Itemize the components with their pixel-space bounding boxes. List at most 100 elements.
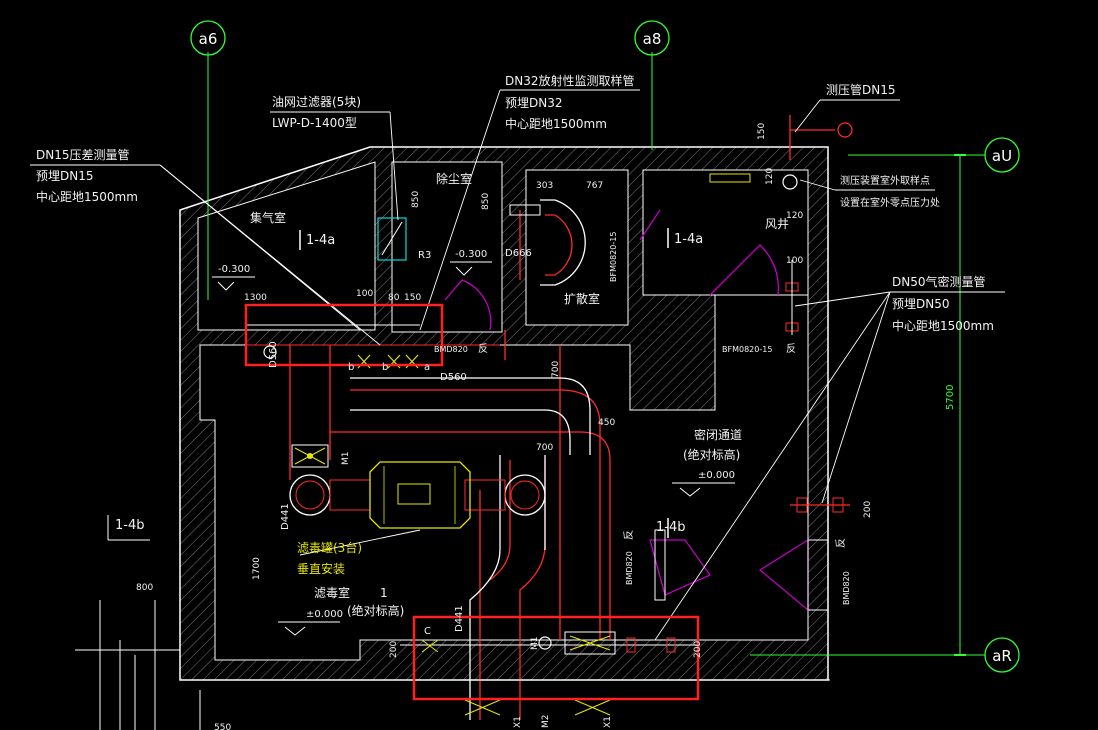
dn50-pipe [790,497,850,513]
svg-text:80: 80 [388,293,400,303]
axis-grid [207,52,985,656]
svg-text:D560: D560 [268,341,279,368]
wall-outline [179,146,829,681]
note-filter-tank2: 垂直安装 [297,561,345,576]
svg-text:a8: a8 [643,30,662,48]
axis-bubble-a8: a8 [634,20,670,56]
room-filter-note: (绝对标高) [347,603,404,618]
svg-text:800: 800 [136,583,153,593]
room-filter: 滤毒室 [314,585,350,600]
note-dn15-title: DN15压差测量管 [36,147,130,162]
room-expansion: 扩散室 [564,291,600,306]
svg-text:a6: a6 [199,30,218,48]
svg-text:-0.300: -0.300 [455,249,487,260]
svg-text:a: a [424,362,430,373]
svg-text:b: b [348,362,354,373]
svg-text:±0.000: ±0.000 [306,609,343,620]
svg-text:1700: 1700 [252,557,262,580]
svg-text:200: 200 [389,641,399,658]
blast-doors [444,209,829,612]
svg-text:BMD820: BMD820 [842,571,851,605]
svg-text:1300: 1300 [244,293,267,303]
svg-text:120: 120 [765,168,775,185]
room-filter-num: 1 [380,586,388,600]
svg-text:±0.000: ±0.000 [698,470,735,481]
svg-text:b: b [382,362,388,373]
section-mark-4: 1-4b [656,518,686,538]
note-dn32-line1: 预埋DN32 [505,96,563,110]
svg-text:D666: D666 [505,248,532,259]
highlight-boxes [244,303,700,701]
axis-bubble-a6: a6 [190,20,226,56]
note-dn15-line2: 中心距地1500mm [36,189,138,204]
note-dn32-line2: 中心距地1500mm [505,116,607,131]
section-mark-1: 1-4a [299,230,335,250]
room-corridor-note: (绝对标高) [683,447,740,462]
valve-left [291,444,329,468]
note-dn32-title: DN32放射性监测取样管 [505,73,635,88]
svg-text:1-4a: 1-4a [306,233,335,248]
svg-text:X1: X1 [513,716,523,728]
note-dn50-title: DN50气密测量管 [892,274,986,289]
svg-text:850: 850 [411,191,421,208]
section-mark-2: 1-4a [667,228,703,248]
note-pressure-device1: 测压装置室外取样点 [840,174,930,187]
oil-mesh-filter [377,217,407,261]
svg-text:850: 850 [481,193,491,210]
svg-text:aU: aU [992,147,1012,165]
equipment-tags: D560 D560 D666 D441 D441 R3 M1 M1 M2 X1 … [268,232,851,728]
svg-text:M2: M2 [541,715,551,729]
axis-bubble-aU: aU [984,137,1020,173]
svg-text:100: 100 [786,256,803,266]
expansion-chamber [509,199,586,286]
svg-text:1-4a: 1-4a [674,232,703,247]
note-pressure-pipe: 测压管DN15 [826,82,896,97]
axis-bubble-aR: aR [984,637,1020,673]
svg-text:D560: D560 [440,372,467,383]
note-oil-filter-title: 油网过滤器(5块) [272,95,361,109]
note-dn50-line1: 预埋DN50 [892,297,950,311]
pressure-pipe [709,115,853,335]
note-oil-filter-model: LWP-D-1400型 [272,116,357,130]
bottom-valves [400,631,700,716]
room-shaft: 风井 [765,217,789,231]
svg-text:BMD820: BMD820 [625,551,634,585]
svg-text:1-4b: 1-4b [656,520,686,535]
svg-text:反: 反 [835,538,847,548]
svg-text:5700: 5700 [945,385,956,410]
svg-text:200: 200 [693,641,703,658]
svg-text:150: 150 [757,123,767,140]
leader-lines [30,89,1005,641]
svg-text:700: 700 [536,443,553,453]
svg-text:303: 303 [536,181,553,191]
svg-text:X1: X1 [603,716,613,728]
svg-text:100: 100 [356,289,373,299]
section-mark-3: 1-4b [115,518,145,533]
svg-text:R3: R3 [418,250,431,261]
svg-text:M1: M1 [341,452,351,466]
svg-text:BMD820: BMD820 [434,345,468,354]
note-pressure-device2: 设置在室外零点压力处 [840,196,940,209]
svg-text:-0.300: -0.300 [218,264,250,275]
svg-text:1-4b: 1-4b [115,518,145,533]
svg-text:aR: aR [992,647,1012,665]
svg-text:C: C [424,626,431,637]
svg-text:200: 200 [863,501,873,518]
room-collector: 集气室 [250,210,286,225]
note-dn50-line2: 中心距地1500mm [892,318,994,333]
svg-text:BFM0820-15: BFM0820-15 [609,232,618,282]
svg-text:反: 反 [786,343,796,355]
elevation-3: ±0.000 [672,470,735,497]
room-dust: 除尘室 [436,171,472,186]
elevation-1: -0.300 [212,264,255,291]
svg-text:767: 767 [586,181,603,191]
svg-text:550: 550 [214,723,231,730]
svg-text:BFM0820-15: BFM0820-15 [722,345,772,354]
note-filter-tank1: 滤毒罐(3台) [297,540,362,555]
elevation-2: -0.300 [450,249,492,276]
svg-text:D441: D441 [454,605,465,632]
filter-tank [289,461,546,529]
outside-left [75,515,830,730]
duct-network [245,210,611,720]
